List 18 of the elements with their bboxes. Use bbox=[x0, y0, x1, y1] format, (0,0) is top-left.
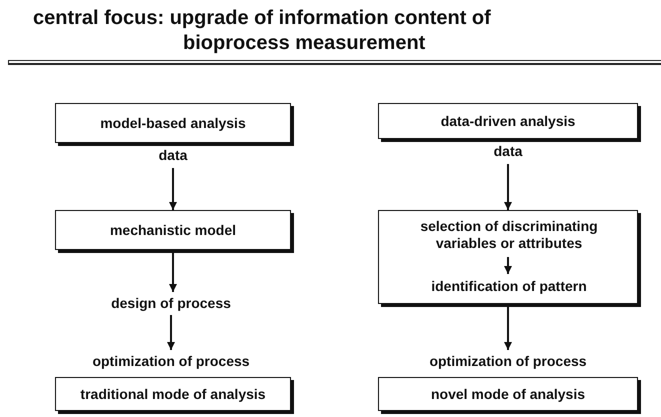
arrow bbox=[504, 257, 512, 274]
process-box: mechanistic model bbox=[55, 210, 291, 250]
arrow bbox=[504, 164, 512, 210]
process-box: traditional mode of analysis bbox=[55, 377, 291, 411]
step-text: identification of pattern bbox=[399, 275, 619, 297]
process-box: novel mode of analysis bbox=[378, 377, 638, 411]
arrow bbox=[169, 168, 177, 210]
step-text: selection of discriminating variables or attributes bbox=[399, 215, 619, 255]
step-text: optimization of process bbox=[403, 350, 613, 372]
process-box: data-driven analysis bbox=[378, 103, 638, 139]
diagram-title: central focus: upgrade of information content of bioprocess measurement bbox=[33, 6, 492, 56]
arrow bbox=[504, 305, 512, 350]
process-box: model-based analysis bbox=[55, 103, 291, 143]
arrow bbox=[169, 253, 177, 292]
step-text: design of process bbox=[86, 292, 256, 314]
arrow bbox=[167, 315, 175, 350]
process-box bbox=[378, 210, 638, 304]
step-text: optimization of process bbox=[66, 350, 276, 372]
